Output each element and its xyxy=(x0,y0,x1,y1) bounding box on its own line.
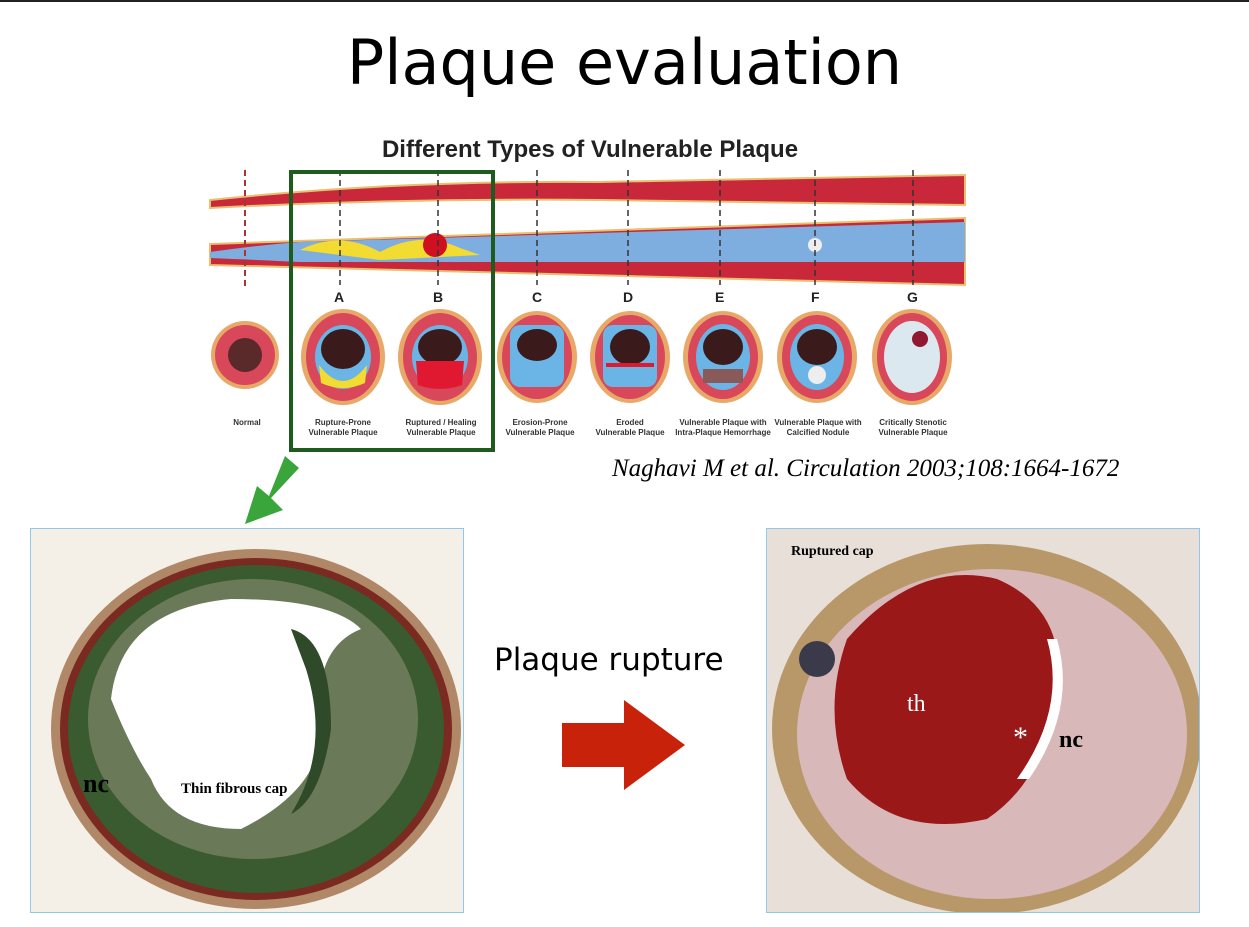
plaque-rupture-label: Plaque rupture xyxy=(494,642,724,678)
slide-title: Plaque evaluation xyxy=(346,26,903,99)
letter-a: A xyxy=(334,289,345,305)
citation: Naghavi M et al. Circulation 2003;108:16… xyxy=(612,455,1120,482)
artery-diagram xyxy=(209,170,966,452)
letter-g: G xyxy=(907,289,918,305)
green-arrow-icon xyxy=(245,456,299,524)
nc-label: nc xyxy=(1059,727,1083,753)
thrombus-label: th xyxy=(907,691,926,717)
letter-e: E xyxy=(715,289,725,305)
nc-label: nc xyxy=(83,769,109,798)
letter-c: C xyxy=(532,289,543,305)
histology-ruptured-plaque-image: Ruptured cap th * nc xyxy=(766,528,1200,913)
histology-thin-cap-image: nc Thin fibrous cap xyxy=(30,528,464,913)
type-caption: Normal xyxy=(233,418,261,427)
top-border xyxy=(0,0,1249,2)
letter-b: B xyxy=(433,289,444,305)
thin-cap-label: Thin fibrous cap xyxy=(181,781,288,797)
letter-f: F xyxy=(811,289,820,305)
red-arrow-icon xyxy=(562,700,685,790)
letter-d: D xyxy=(623,289,634,305)
diagram-title: Different Types of Vulnerable Plaque xyxy=(381,136,799,163)
ruptured-cap-label: Ruptured cap xyxy=(791,544,874,559)
cross-sections xyxy=(211,309,952,405)
rupture-asterisk: * xyxy=(1013,721,1028,754)
